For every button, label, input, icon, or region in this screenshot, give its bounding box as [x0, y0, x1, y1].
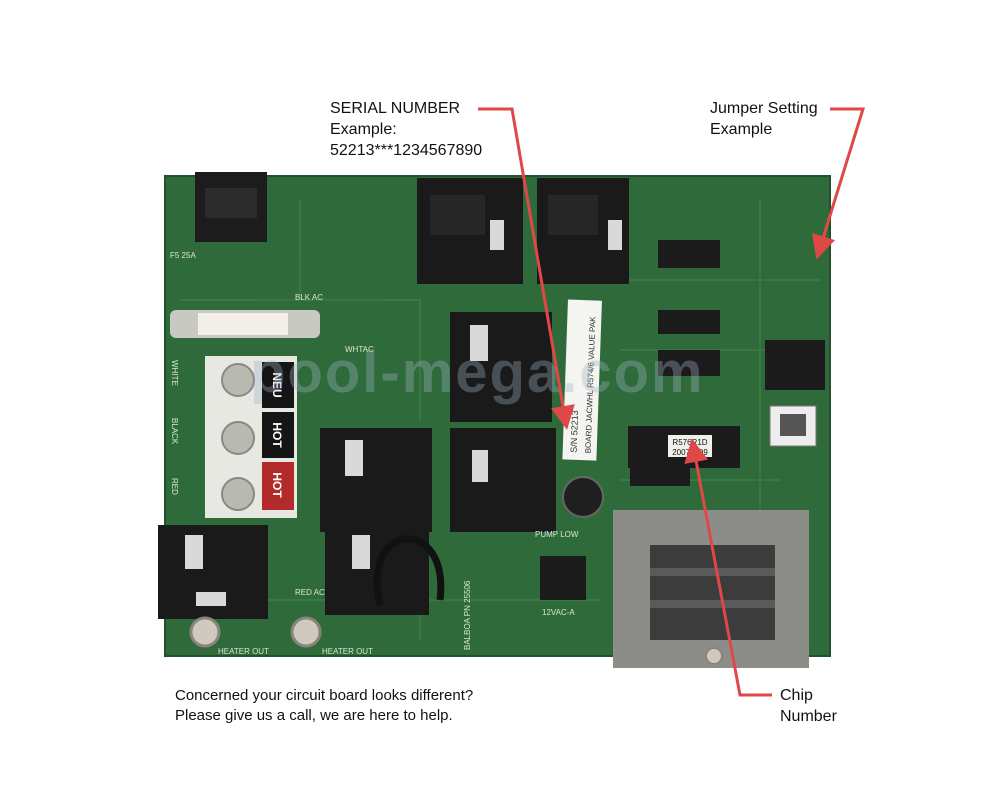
terminal-hot-label-1: HOT: [270, 422, 284, 448]
red-ac-label: RED AC: [295, 588, 325, 597]
footer-note: Concerned your circuit board looks diffe…: [175, 686, 473, 726]
jumper-setting-callout: Jumper Setting Example: [710, 98, 818, 140]
balboa-label: BALBOA PN 25506: [463, 580, 472, 650]
terminal-hot-label-2: HOT: [270, 472, 284, 498]
relay-mid-2: [320, 428, 432, 532]
chip-number-line1: Chip: [780, 687, 813, 704]
jumper-setting-title: Jumper Setting: [710, 100, 818, 117]
ic-3: [658, 350, 720, 376]
ic-1: [658, 240, 720, 268]
chip-number-line2: Number: [780, 708, 837, 725]
ic-2: [658, 310, 720, 334]
ic-4: [765, 340, 825, 390]
wire-loop: [373, 535, 445, 606]
rj-jack: [769, 405, 817, 447]
black-label: BLACK: [170, 418, 179, 445]
footer-line-1: Concerned your circuit board looks diffe…: [175, 687, 474, 704]
pump-low-label: PUMP LOW: [535, 530, 579, 539]
serial-number-example-label: Example:: [330, 121, 397, 138]
chip-date: 20070109: [672, 448, 708, 457]
white-label: WHITE: [170, 360, 179, 386]
serial-sticker-text: S/N 52213: [569, 410, 580, 453]
red-label: RED: [170, 478, 179, 495]
fuse-label: F5 25A: [170, 251, 196, 260]
watermark: pool-mega.com: [250, 340, 705, 405]
capacitor: [562, 476, 604, 518]
chip-label: R576R1D: [672, 438, 707, 447]
chip-number-callout: Chip Number: [780, 685, 837, 727]
relay-mid-3: [450, 428, 556, 532]
blk-ac-label: BLK AC: [295, 293, 323, 302]
heater-out-label-1: HEATER OUT: [218, 647, 269, 656]
regulator: [540, 556, 586, 600]
terminal-neu-label: NEU: [270, 372, 284, 397]
serial-number-callout: SERIAL NUMBER Example: 52213***123456789…: [330, 98, 482, 161]
jumper-setting-example: Example: [710, 121, 773, 138]
serial-number-example-value: 52213***1234567890: [330, 142, 483, 159]
vac-label: 12VAC-A: [542, 608, 575, 617]
serial-number-title: SERIAL NUMBER: [330, 100, 461, 117]
heater-out-label-2: HEATER OUT: [322, 647, 373, 656]
footer-line-2: Please give us a call, we are here to he…: [175, 707, 453, 724]
whtac-label: WHTAC: [345, 345, 374, 354]
